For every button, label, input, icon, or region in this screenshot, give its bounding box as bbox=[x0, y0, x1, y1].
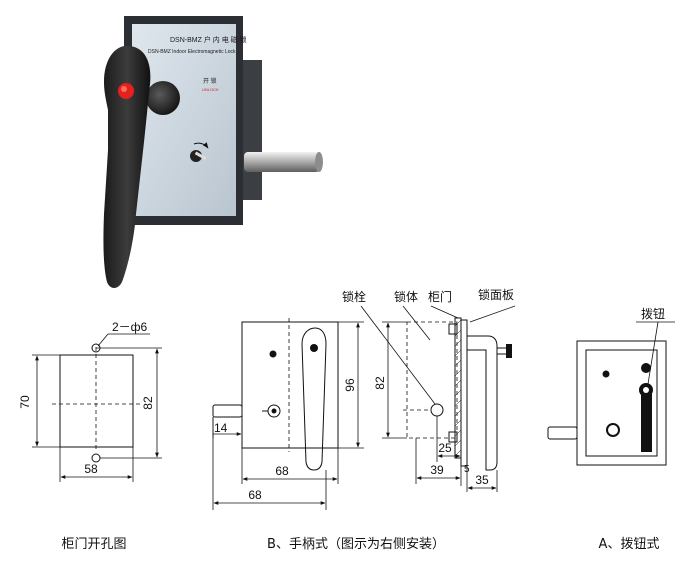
knob-inner-plate bbox=[585, 349, 658, 457]
front-handle-outline bbox=[301, 327, 327, 471]
label-body: 锁体 bbox=[394, 289, 418, 304]
dim-25: 25 bbox=[438, 441, 452, 455]
key-switch-icon bbox=[190, 150, 202, 162]
cutout-outline bbox=[59, 354, 134, 448]
knob-slot-icon bbox=[641, 388, 652, 452]
dim-5: 5 bbox=[464, 464, 470, 475]
cutout-hole-bottom bbox=[91, 453, 101, 463]
label-knob: 拨钮 bbox=[641, 306, 665, 321]
holes-label: 2－ф6 bbox=[112, 320, 148, 334]
lock-faceplate bbox=[132, 24, 236, 216]
dim-35: 35 bbox=[475, 473, 489, 487]
front-plate-outline bbox=[241, 321, 339, 449]
side-faceplate bbox=[460, 319, 468, 467]
knob-dot-left bbox=[602, 370, 610, 378]
label-bolt: 锁栓 bbox=[342, 289, 366, 304]
dim-68-outer: 68 bbox=[248, 488, 262, 502]
side-handle-profile bbox=[467, 335, 498, 471]
product-photo: DSN-BMZ 户 内 电 磁 锁 DSN-BMZ Indoor Electro… bbox=[103, 16, 323, 289]
photo-unlock-label-en: UNLOCK bbox=[202, 87, 219, 92]
dim-70: 70 bbox=[18, 395, 32, 409]
side-handle-button bbox=[506, 344, 512, 358]
panel-cutout-drawing: 2－ф6 70 82 58 柜门开孔图 bbox=[18, 320, 162, 552]
knob-circle-icon bbox=[606, 423, 620, 437]
knob-dot-top bbox=[641, 363, 651, 373]
front-bolt-rod bbox=[212, 404, 243, 418]
lock-bolt-rod-end bbox=[315, 152, 323, 172]
label-faceplate: 锁面板 bbox=[478, 287, 514, 302]
lock-bolt-rod bbox=[244, 152, 320, 172]
handle-hub bbox=[146, 81, 180, 115]
label-door: 柜门 bbox=[428, 289, 452, 304]
dim-96: 96 bbox=[343, 378, 357, 392]
front-dot bbox=[269, 350, 277, 358]
knob-plate-outline bbox=[576, 340, 667, 466]
knob-bolt-rod bbox=[547, 426, 578, 440]
handle-type-front-view: 96 14 68 68 bbox=[212, 318, 364, 510]
photo-unlock-label: 开 锁 bbox=[203, 77, 217, 85]
dim-58: 58 bbox=[84, 462, 98, 476]
knob-type-drawing: 拨钮 A、拨钮式 bbox=[547, 306, 675, 552]
side-bolt-ball bbox=[430, 403, 444, 417]
photo-label-line2: DSN-BMZ Indoor Electromagnetic Lock bbox=[148, 49, 236, 55]
dim-14: 14 bbox=[214, 421, 228, 435]
front-handle-pivot bbox=[310, 344, 318, 352]
caption-knob-type: A、拨钮式 bbox=[599, 537, 660, 552]
side-door-panel bbox=[454, 317, 462, 459]
photo-label-line1: DSN-BMZ 户 内 电 磁 锁 bbox=[170, 35, 247, 44]
caption-panel-cutout: 柜门开孔图 bbox=[61, 537, 126, 552]
handle-type-side-view: 锁栓 锁体 柜门 锁面板 82 25 39 5 35 B、手柄式（图示为右侧安装… bbox=[267, 287, 516, 552]
caption-handle-type: B、手柄式（图示为右侧安装） bbox=[267, 537, 445, 552]
rotate-arrow-icon bbox=[193, 142, 209, 149]
dim-68-inner: 68 bbox=[275, 464, 289, 478]
dim-82: 82 bbox=[141, 396, 155, 410]
dim-82-side: 82 bbox=[373, 376, 387, 390]
side-lock-body bbox=[406, 321, 458, 439]
lock-handle bbox=[103, 45, 151, 289]
dim-39: 39 bbox=[430, 463, 444, 477]
